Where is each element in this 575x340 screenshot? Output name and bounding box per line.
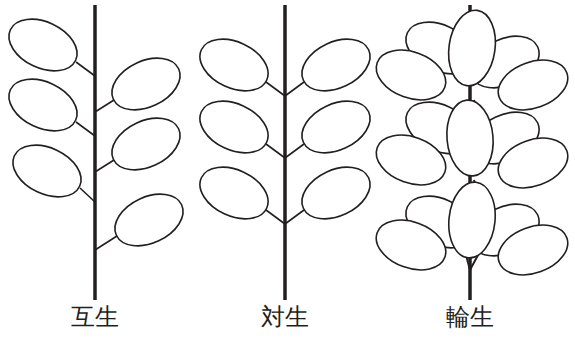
arrangement-label: 輪生 bbox=[446, 303, 494, 332]
arrangement-label: 互生 bbox=[71, 303, 119, 332]
opposite-plant bbox=[192, 5, 379, 300]
alternate-plant bbox=[1, 5, 192, 300]
whorled-plant bbox=[369, 5, 574, 300]
arrangement-label: 対生 bbox=[261, 303, 309, 332]
